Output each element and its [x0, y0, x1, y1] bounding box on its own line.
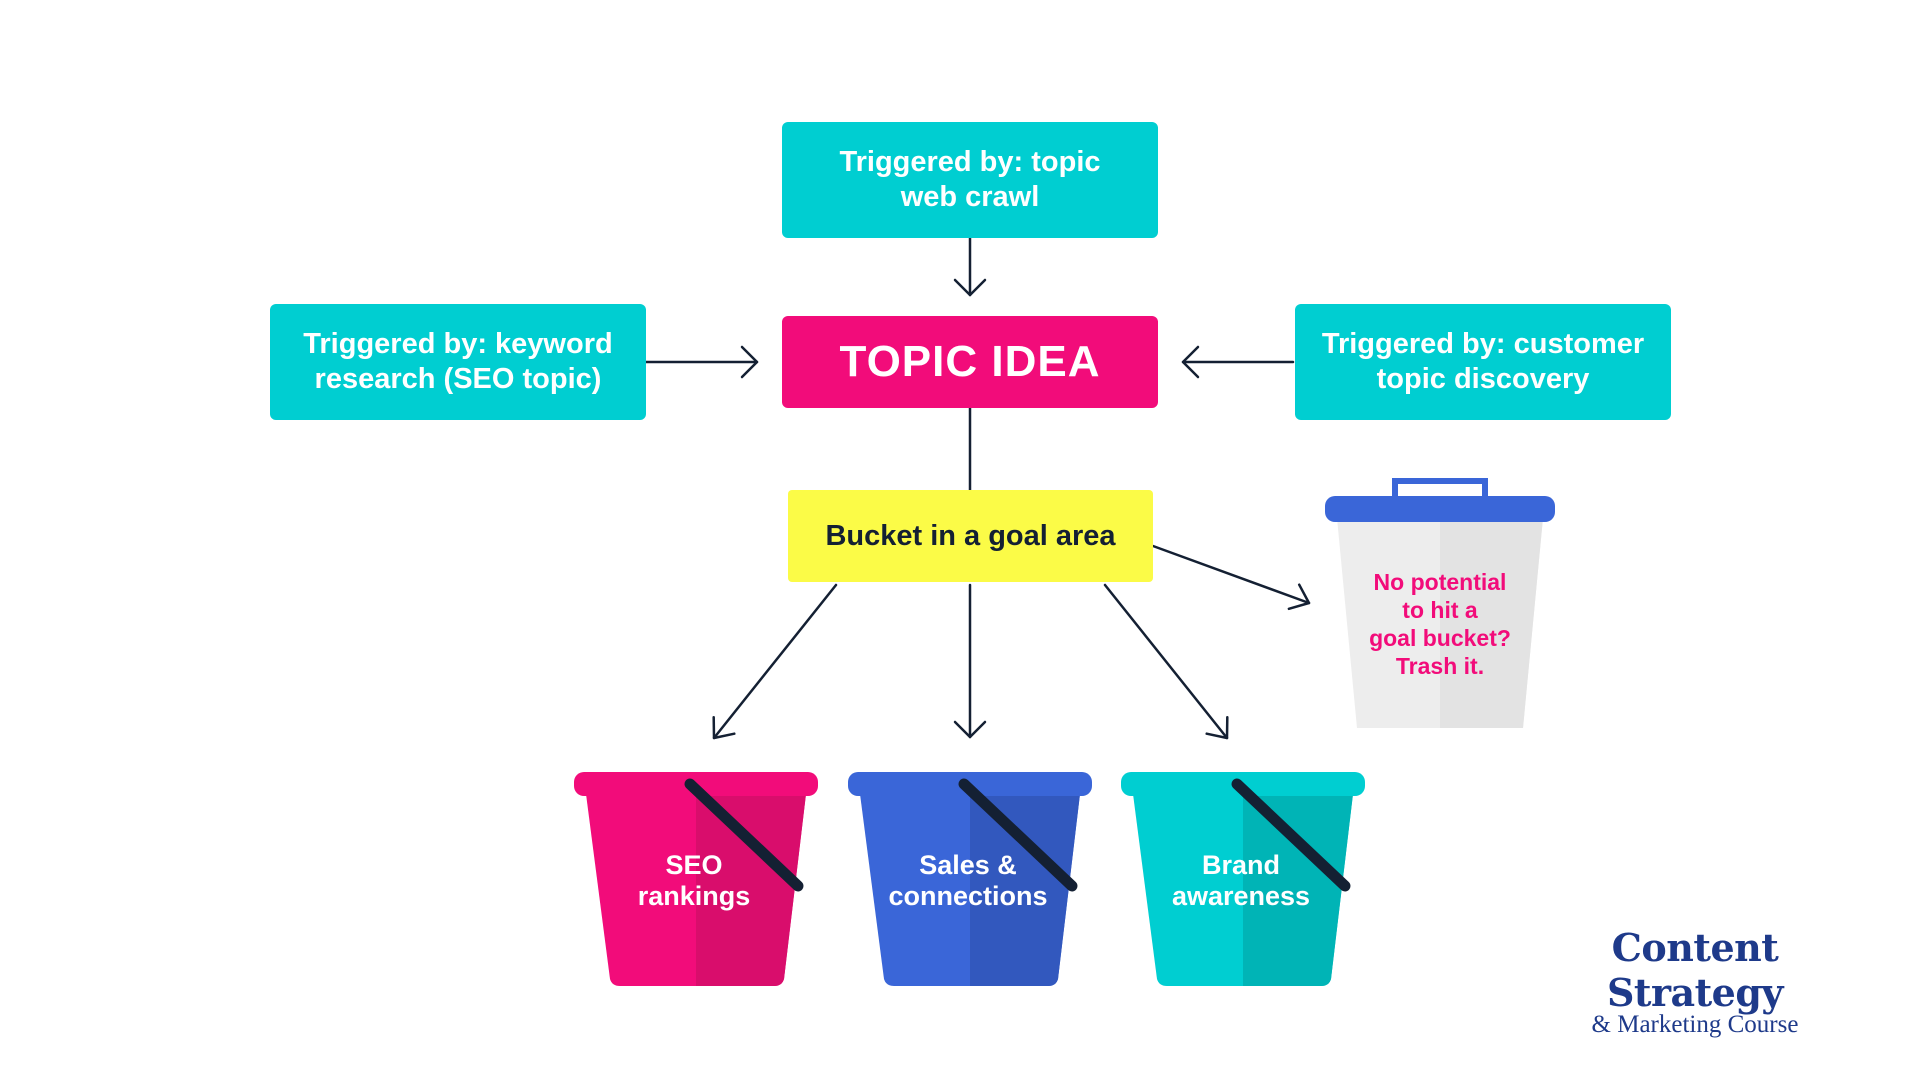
trash-can-lid: [1325, 496, 1555, 522]
goal-area-box: Bucket in a goal area: [788, 490, 1153, 582]
goal-area-text: Bucket in a goal area: [825, 519, 1116, 552]
trash-can-text: No potential to hit a goal bucket? Trash…: [1369, 569, 1511, 679]
sales-connections-label: Sales & connections: [888, 850, 1048, 911]
trigger-web-crawl-text: Triggered by: topic web crawl: [839, 146, 1101, 213]
brand-logo: Content Strategy & Marketing Course: [1530, 925, 1860, 1039]
arrow-goal-to-brand: [1103, 583, 1229, 740]
sales-bucket-icon: [848, 772, 1092, 986]
brand-subtitle: & Marketing Course: [1591, 1011, 1799, 1038]
arrow-goal-to-sales: [953, 583, 987, 739]
arrow-left-to-topic: [644, 345, 759, 379]
topic-idea-box: TOPIC IDEA: [782, 316, 1158, 408]
trigger-web-crawl-box: Triggered by: topic web crawl: [782, 122, 1158, 238]
trash-can-icon: [1325, 478, 1555, 728]
arrow-goal-to-seo: [712, 583, 838, 740]
seo-bucket-icon: [574, 772, 818, 986]
trigger-keyword-research-box: Triggered by: keyword research (SEO topi…: [270, 304, 646, 420]
trash-can-shade: [1440, 518, 1543, 728]
brand-title: Content Strategy: [1606, 925, 1784, 1015]
topic-idea-text: TOPIC IDEA: [839, 337, 1101, 386]
arrow-top-to-topic: [953, 236, 987, 297]
trigger-keyword-research-text: Triggered by: keyword research (SEO topi…: [303, 328, 613, 395]
arrow-right-to-topic: [1181, 345, 1295, 379]
brand-awareness-label: Brand awareness: [1171, 850, 1311, 911]
arrow-goal-to-trash: [1151, 544, 1311, 611]
brand-bucket-icon: [1121, 772, 1365, 986]
trigger-customer-discovery-text: Triggered by: customer topic discovery: [1321, 328, 1645, 395]
trash-can-handle: [1392, 478, 1488, 498]
seo-rankings-label: SEO rankings: [637, 850, 751, 911]
trigger-customer-discovery-box: Triggered by: customer topic discovery: [1295, 304, 1671, 420]
